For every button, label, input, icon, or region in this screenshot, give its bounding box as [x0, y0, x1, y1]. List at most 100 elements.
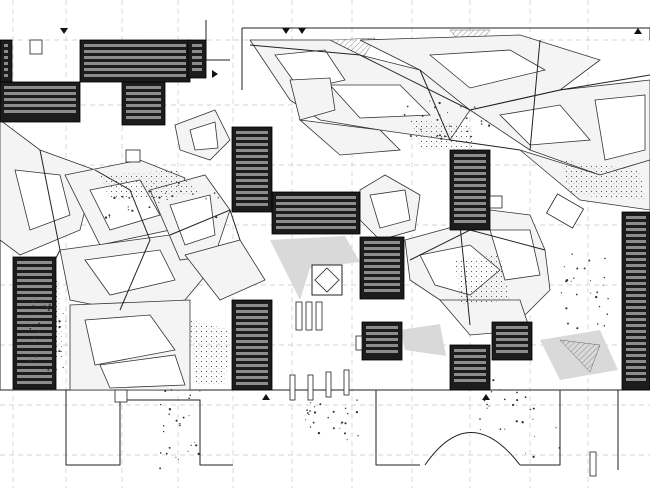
slot-row: [454, 202, 486, 205]
scatter-dot: [429, 100, 431, 102]
scatter-dot: [215, 216, 218, 219]
small-box-5: [114, 389, 128, 403]
scatter-dot: [589, 280, 592, 282]
scatter-dot: [409, 135, 412, 137]
slot-row: [276, 208, 356, 211]
scatter-dot: [532, 455, 535, 459]
scatter-dot: [29, 327, 32, 330]
scatter-dot: [604, 257, 606, 260]
lantern-square: [311, 264, 343, 296]
slot-row: [236, 358, 268, 361]
scatter-dot: [158, 201, 160, 203]
scatter-dot: [465, 117, 468, 120]
slot-row: [17, 273, 52, 276]
slot-row: [366, 350, 398, 353]
slot-row: [276, 220, 356, 223]
scatter-dot: [127, 209, 129, 211]
scatter-dot: [29, 359, 32, 362]
slot-row: [626, 300, 646, 303]
scatter-dot: [41, 301, 44, 304]
scatter-dot: [449, 125, 451, 127]
scatter-dot: [305, 419, 307, 421]
slot-row: [126, 86, 161, 89]
slot-row: [626, 270, 646, 273]
scatter-dot: [32, 300, 35, 303]
slot-row: [454, 367, 486, 370]
scatter-dot: [58, 350, 60, 352]
slot-row: [626, 378, 646, 381]
scatter-dot: [62, 312, 64, 315]
scatter-dot: [499, 428, 502, 431]
scatter-dot: [488, 124, 491, 127]
slot-row: [364, 289, 400, 292]
slot-row: [626, 222, 646, 225]
scatter-dot: [190, 444, 192, 447]
scatter-dot: [164, 389, 167, 393]
slot-row: [236, 131, 268, 134]
slot-row: [17, 339, 52, 342]
scatter-dot: [65, 320, 67, 322]
scatter-dot: [498, 389, 501, 391]
slot-row: [17, 315, 52, 318]
slot-row: [4, 86, 76, 89]
scatter-dot: [175, 456, 177, 458]
scatter-dot: [524, 396, 527, 399]
scatter-dot: [479, 418, 481, 420]
scatter-dot: [488, 125, 490, 128]
slot-row: [276, 214, 356, 217]
scatter-dot: [583, 267, 586, 270]
slot-row: [626, 324, 646, 327]
scatter-dot: [340, 423, 342, 425]
slot-row: [364, 283, 400, 286]
scatter-dot: [567, 322, 569, 325]
scatter-dot: [121, 195, 124, 198]
scatter-dot: [54, 306, 56, 308]
scatter-dot: [166, 198, 168, 201]
slot-row: [236, 382, 268, 385]
slot-row: [366, 326, 398, 329]
slot-row: [626, 234, 646, 237]
scatter-dot: [127, 206, 129, 208]
section-marker-4: [634, 28, 642, 34]
scatter-dot: [511, 403, 515, 407]
slot-row: [17, 369, 52, 372]
scatter-dot: [483, 399, 486, 402]
scatter-dot: [533, 436, 536, 438]
scatter-dot: [108, 214, 111, 217]
slot-row: [236, 334, 268, 337]
scatter-dot: [558, 446, 561, 449]
scatter-dot: [438, 114, 441, 116]
scatter-dot: [438, 134, 442, 137]
slot-row: [626, 252, 646, 255]
slot-row: [236, 191, 268, 194]
slot-row: [364, 265, 400, 268]
slot-row: [4, 62, 8, 65]
slot-row: [366, 338, 398, 341]
slot-row: [276, 196, 356, 199]
scatter-dot: [179, 422, 181, 425]
scatter-dot: [406, 105, 409, 108]
small-box-1: [125, 149, 141, 163]
scatter-dot: [576, 327, 579, 330]
scatter-dot: [35, 312, 36, 314]
scatter-dot: [473, 106, 476, 108]
scatter-dot: [168, 413, 170, 415]
scatter-dot: [347, 412, 349, 415]
scatter-dot: [532, 418, 534, 420]
slot-row: [236, 304, 268, 307]
slot-row: [192, 68, 202, 71]
scatter-dot: [488, 405, 490, 407]
slot-row: [126, 104, 161, 107]
scatter-dot: [32, 304, 34, 307]
scatter-dot: [159, 467, 162, 470]
slot-row: [276, 226, 356, 229]
scatter-dot: [43, 305, 46, 308]
slot-row: [236, 364, 268, 367]
scatter-dot: [182, 416, 185, 419]
slot-row: [496, 338, 528, 341]
small-box-4: [545, 193, 585, 229]
scatter-dot: [148, 190, 151, 193]
slot-row: [236, 185, 268, 188]
section-marker-1: [60, 28, 68, 34]
scatter-dot: [195, 444, 198, 447]
